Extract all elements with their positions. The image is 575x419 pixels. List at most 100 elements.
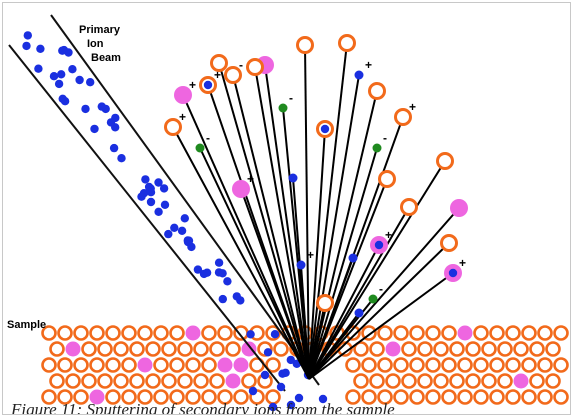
diagram-frame: ++--+-+++-+++- Primary Ion Beam Sample F… [2,2,571,415]
trajectory-line [199,147,310,380]
primary-ion [214,258,224,267]
primary-ion [90,124,99,134]
sample-atom [137,325,153,341]
sample-atom [489,357,505,373]
sample-atom [201,357,217,373]
sample-ion-site [233,357,249,373]
primary-ion [111,113,120,123]
sample-atom [425,357,441,373]
implanted-ion [318,394,328,404]
trajectory-line [308,206,410,380]
sample-atom [465,373,481,389]
sputtered-atom [296,36,314,54]
sample-ion-site [137,357,153,373]
sputtered-atom [246,58,264,76]
sample-atom [137,389,153,405]
sample-atom [353,373,369,389]
sample-atom [121,389,137,405]
trajectory-line [308,160,446,380]
primary-ion [54,79,64,89]
sample-atom [193,341,209,357]
sample-atom [473,389,489,405]
sample-atom [193,373,209,389]
sample-atom [121,325,137,341]
sample-atom [465,341,481,357]
sample-atom [185,357,201,373]
positive-secondary-ion [450,199,468,217]
sample-atom [49,373,65,389]
sample-atom [161,341,177,357]
sample-ion-site [185,325,201,341]
sample-atom [345,357,361,373]
sample-atom [505,357,521,373]
sample-atom [209,373,225,389]
backscattered-ion [354,70,364,80]
primary-ion [286,355,295,365]
sample-atom [393,389,409,405]
primary-ion [202,268,212,277]
sample-atom [81,341,97,357]
positive-secondary-ion [232,180,250,198]
sample-atom [201,325,217,341]
sample-atom [113,341,129,357]
sample-atom [105,389,121,405]
sample-atom [521,325,537,341]
negative-secondary-ion [195,143,205,153]
sample-atom [393,325,409,341]
sample-atom [73,389,89,405]
trajectory-line [240,188,310,380]
charge-sign: + [409,100,416,114]
primary-ion [117,154,126,163]
backscattered-ion [320,124,330,134]
backscattered-ion [348,253,358,263]
sample-atom [209,341,225,357]
implanted-ion [276,382,286,392]
backscattered-ion [354,308,364,318]
sample-atom [369,341,385,357]
primary-ion [281,368,290,377]
primary-ion [177,226,187,235]
sample-atom [97,373,113,389]
primary-ion [109,143,119,153]
figure-caption: Figure 11: Sputtering of secondary ions … [11,400,395,415]
sample-atom [441,389,457,405]
sample-label: Sample [7,319,46,331]
trajectory-line [308,74,360,380]
sample-atom [169,325,185,341]
sample-atom [545,373,561,389]
primary-ion [184,236,194,245]
sample-atom [417,341,433,357]
sample-atom [129,341,145,357]
sample-atom [113,373,129,389]
sputtered-atom [338,34,356,52]
sample-atom [481,373,497,389]
primary-ion [218,269,227,278]
sample-atom [153,325,169,341]
primary-ion [146,188,156,197]
charge-sign: + [385,228,392,242]
negative-secondary-ion [368,294,378,304]
implanted-ion [260,370,270,380]
sample-atom [417,373,433,389]
primary-ion [159,184,169,193]
primary-ion [22,41,31,51]
sample-atom [65,373,81,389]
primary-ion [81,104,90,114]
sample-ion-site [217,357,233,373]
primary-ion [58,94,67,104]
sputtering-diagram: ++--+-+++-+++- Primary Ion Beam Sample [7,14,569,412]
sample-atom [433,373,449,389]
sample-atom [513,341,529,357]
primary-ion [246,330,255,339]
trajectory-line [300,264,310,380]
sample-atom [377,325,393,341]
beam-edge-upper [50,14,320,386]
sample-atom [169,357,185,373]
primary-ion [263,348,273,357]
sample-atom [169,389,185,405]
sample-atom [177,373,193,389]
primary-ion [36,44,45,53]
sample-atom [217,325,233,341]
positive-secondary-ion [174,86,192,104]
primary-ion [180,214,189,223]
